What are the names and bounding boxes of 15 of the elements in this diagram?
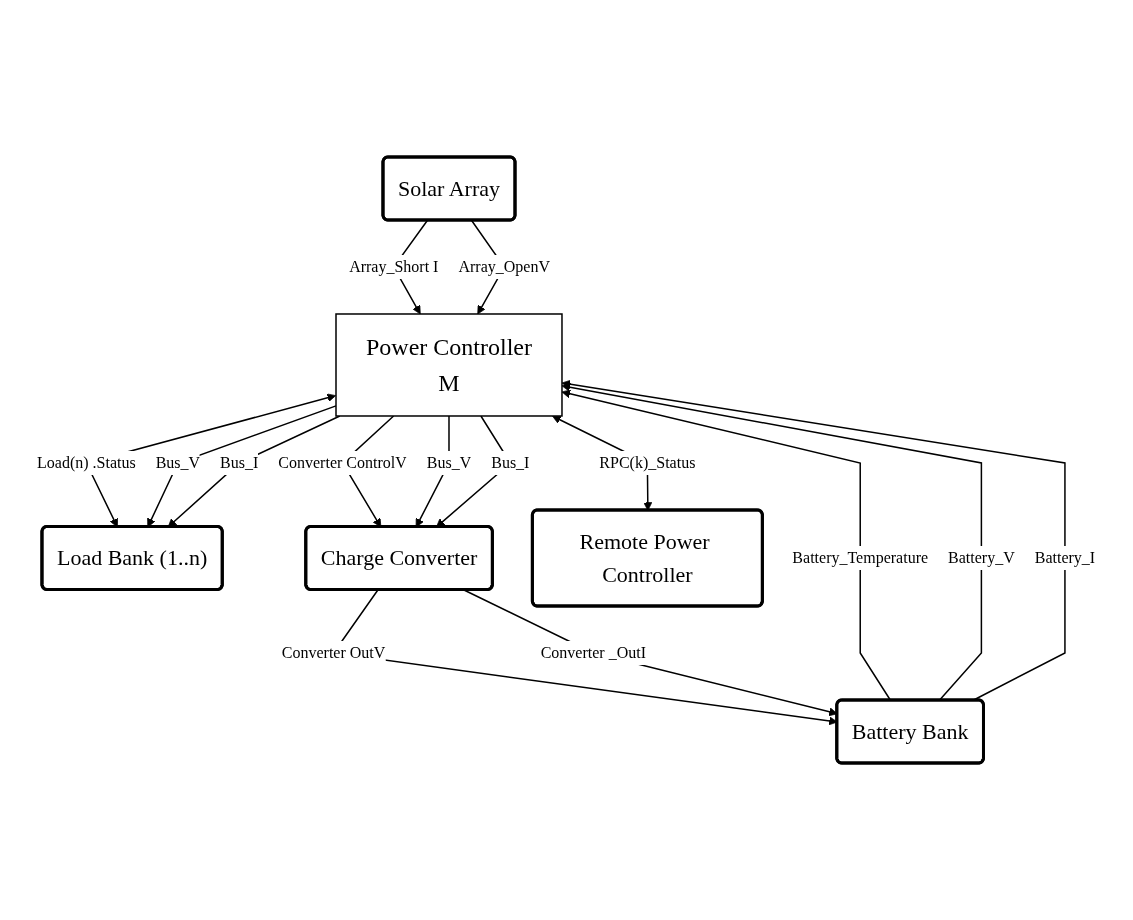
edge-label: Battery_Temperature <box>792 548 929 566</box>
edge-label: Array_Short I <box>349 258 439 275</box>
edge-label: RPC(k)_Status <box>599 453 696 471</box>
edge-label: Converter _OutI <box>541 643 647 661</box>
edge-label: Bus_I <box>491 453 530 471</box>
edge-label: Battery_V <box>948 548 1016 566</box>
edge-label: Bus_V <box>427 453 472 471</box>
edge-label: Bus_I <box>220 453 259 471</box>
edge-label: Bus_V <box>156 453 201 471</box>
edge-label: Load(n) .Status <box>37 453 137 471</box>
edge-label: Array_OpenV <box>458 258 551 275</box>
edge-label: Battery_I <box>1035 548 1096 566</box>
node-box: Power Controller M <box>335 313 564 417</box>
edge-label: Converter ControlV <box>278 453 408 471</box>
edge-label: Converter OutV <box>282 643 386 661</box>
